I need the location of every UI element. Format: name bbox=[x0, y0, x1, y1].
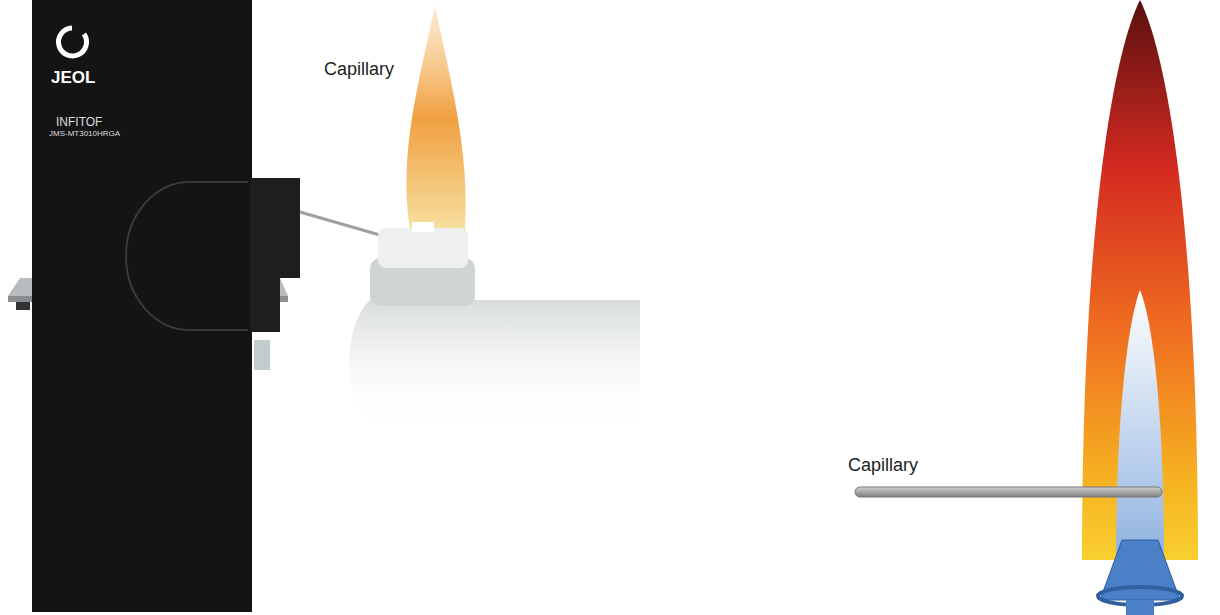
instrument-body bbox=[32, 0, 300, 612]
part-label: Capillary bbox=[324, 60, 394, 80]
capillary-tube bbox=[855, 487, 1162, 497]
instrument-marking: JEOL bbox=[51, 69, 95, 88]
instrument-marking: INFITOF bbox=[56, 116, 102, 129]
instrument-marking: JMS-MT3010HRGA bbox=[49, 130, 120, 139]
burner-flame bbox=[1082, 0, 1198, 615]
part-label: Capillary bbox=[848, 456, 918, 476]
